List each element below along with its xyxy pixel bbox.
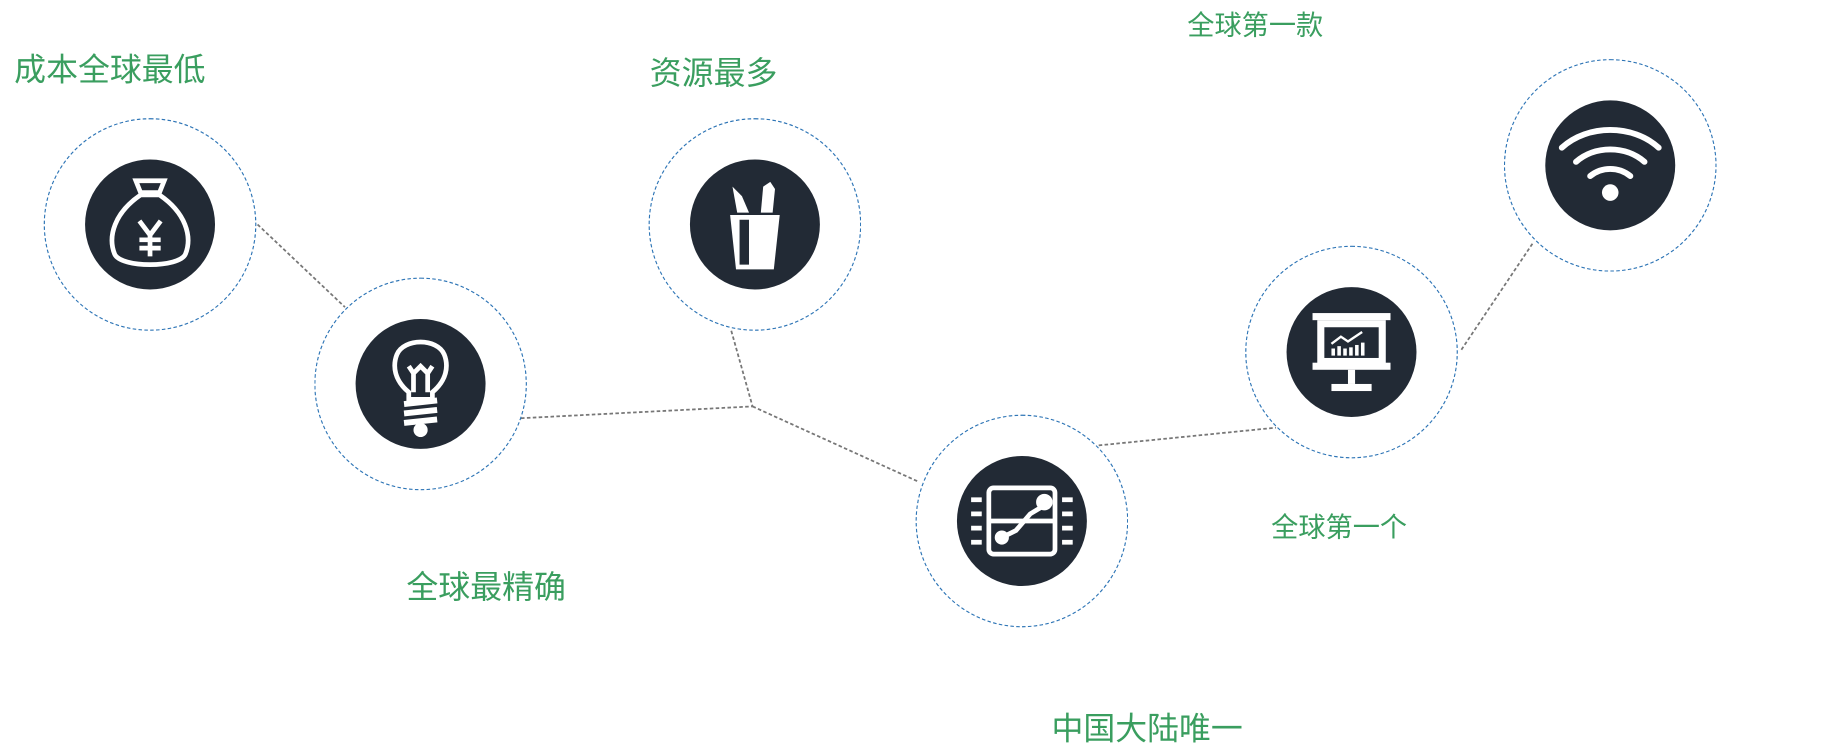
node-label: 全球第一个 xyxy=(1271,512,1408,544)
node-first-one xyxy=(1245,245,1458,459)
node-resources xyxy=(648,118,862,331)
node-label: 资源最多 xyxy=(649,55,778,93)
node-label: 中国大陆唯一 xyxy=(1051,711,1243,748)
node-label: 成本全球最低 xyxy=(14,51,206,89)
connector-line xyxy=(520,405,753,420)
connector-line xyxy=(256,223,346,308)
node-first-model xyxy=(1503,59,1717,272)
wifi-icon xyxy=(1545,100,1676,231)
connector-line xyxy=(730,330,754,407)
circuit-chip-icon xyxy=(956,456,1087,586)
connector-line xyxy=(752,405,920,483)
node-label: 全球最精确 xyxy=(406,569,566,607)
node-precision xyxy=(314,277,527,491)
connector-line xyxy=(1098,426,1277,447)
node-mainland xyxy=(915,414,1129,628)
connector-line xyxy=(1460,241,1535,351)
pencil-cup-icon xyxy=(689,159,820,290)
node-label: 全球第一款 xyxy=(1187,10,1324,42)
presentation-chart-icon xyxy=(1286,287,1417,418)
node-cost xyxy=(43,118,257,331)
light-bulb-icon xyxy=(355,318,486,449)
money-bag-yuan-icon xyxy=(85,159,216,290)
